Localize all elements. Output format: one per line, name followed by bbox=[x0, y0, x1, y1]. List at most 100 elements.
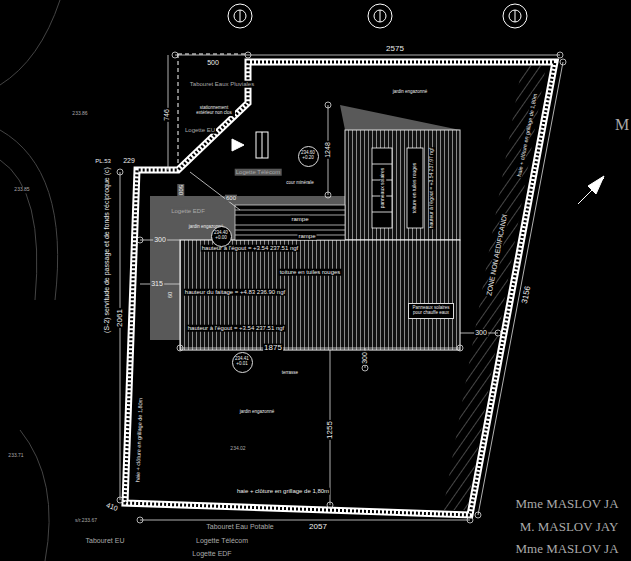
dimension-lines bbox=[362, 365, 368, 371]
plan-label: toiture en tuiles rouges bbox=[412, 162, 418, 215]
plan-label: haie + clôture en grillage de 1,80m bbox=[236, 488, 330, 495]
plan-label: 300 bbox=[474, 329, 488, 337]
dimension-lines bbox=[560, 59, 566, 65]
plan-label: hauteur à l'égout = +3.54 237.97 ngf bbox=[429, 147, 435, 229]
plan-label: Mme MASLOV JA bbox=[514, 497, 619, 511]
dimension-lines bbox=[495, 330, 501, 336]
plan-label: rampe bbox=[290, 216, 309, 223]
north-arrow bbox=[578, 176, 604, 204]
note-box: Panneaux solaires pour chauffe eaux bbox=[408, 303, 454, 319]
plan-label: 300 bbox=[153, 236, 167, 244]
plan-label: 500 bbox=[206, 59, 220, 67]
road-curves bbox=[0, 0, 60, 561]
plan-label: Tabouret Eaux Pluviales bbox=[189, 81, 255, 88]
plan-label: 315 bbox=[150, 280, 164, 288]
dimension-lines bbox=[325, 192, 331, 198]
plan-label: 60 bbox=[167, 291, 174, 300]
dimension-lines bbox=[325, 102, 331, 108]
garage-solar-panels bbox=[372, 148, 423, 228]
entrance bbox=[262, 132, 263, 158]
dimension-lines bbox=[140, 520, 470, 521]
plan-label: terrasse bbox=[281, 371, 299, 376]
dimension-lines bbox=[190, 172, 240, 210]
plan-label: hauteur du faitage = +4.83 236.90 ngf bbox=[184, 289, 286, 296]
plan-label: cour minérale bbox=[285, 181, 314, 186]
plan-label: Tabouret Eau Potable bbox=[205, 523, 274, 531]
ramp bbox=[235, 205, 345, 240]
plan-label: jardin engazonné bbox=[392, 90, 429, 95]
trees bbox=[240, 10, 515, 22]
node-text: +0.01 bbox=[236, 362, 247, 367]
dimension-lines bbox=[457, 345, 463, 351]
plan-label: (S-2) servitude de passage et de fonds r… bbox=[103, 166, 111, 334]
plan-label: 3156 bbox=[521, 284, 533, 305]
plan-label: 410 bbox=[104, 501, 119, 513]
dimension-lines bbox=[175, 55, 560, 56]
level-circle: 234.41+0.01 bbox=[232, 352, 253, 373]
plan-label: 300 bbox=[361, 351, 369, 365]
plan-label: 1248 bbox=[324, 141, 332, 159]
dimension-lines bbox=[478, 62, 563, 515]
plan-label: 233.71 bbox=[7, 453, 24, 459]
entrance bbox=[232, 139, 244, 151]
level-circle: 234.60+0.20 bbox=[298, 146, 319, 167]
plan-label: 1875 bbox=[263, 344, 283, 353]
garage-solar-panels bbox=[372, 148, 392, 228]
node-text: +0.00 bbox=[215, 236, 226, 241]
plan-label: hauteur à l'égout = +3.54 237.51 ngf bbox=[187, 325, 286, 332]
dimension-lines bbox=[177, 345, 183, 351]
node-text: +0.20 bbox=[302, 156, 313, 161]
plan-label: 229 bbox=[122, 157, 136, 165]
plan-label: s/r.233.67 bbox=[74, 518, 98, 524]
dimension-lines bbox=[117, 169, 123, 175]
dimension-lines bbox=[117, 497, 123, 503]
plan-label: Logette EU bbox=[184, 127, 216, 134]
level-circle: 234.40+0.00 bbox=[211, 226, 232, 247]
plan-label: 600 bbox=[225, 195, 237, 202]
plan-label: jardin engazonné bbox=[239, 410, 276, 415]
dimension-lines bbox=[467, 517, 473, 523]
dimension-lines bbox=[475, 512, 481, 518]
plan-label: Logette EDF bbox=[191, 550, 232, 558]
plan-label: Tabouret EU bbox=[85, 537, 126, 545]
north-arrow bbox=[588, 176, 604, 194]
plan-label: Logette Télécom bbox=[235, 169, 282, 176]
ramp bbox=[235, 210, 345, 235]
entrance bbox=[256, 132, 268, 158]
plan-label: 746 bbox=[163, 108, 171, 122]
plan-label: M. MASLOV JAY bbox=[519, 520, 620, 534]
dimension-lines bbox=[117, 52, 566, 523]
dimension-lines bbox=[245, 52, 251, 58]
plan-label: 233.86 bbox=[71, 111, 88, 117]
dimension-lines bbox=[327, 502, 333, 508]
garage-solar-panels bbox=[407, 148, 423, 228]
road-curves bbox=[20, 430, 49, 561]
node-text: Panneaux solaires pour chauffe eaux bbox=[411, 306, 451, 316]
garage-solar-panels bbox=[372, 164, 392, 212]
plan-label: panneaux solaires bbox=[380, 167, 386, 210]
plan-label: M bbox=[614, 116, 630, 134]
plan-label: 500 bbox=[178, 184, 185, 196]
plan-label: 234.02 bbox=[229, 446, 246, 452]
plan-label: toiture en tuiles rouges bbox=[279, 269, 342, 276]
plan-label: 1255 bbox=[326, 420, 335, 440]
plan-label: 2061 bbox=[116, 308, 125, 328]
plan-label: Mme MASLOV JA bbox=[514, 542, 619, 556]
trees bbox=[228, 4, 527, 28]
plan-label: rampe bbox=[297, 233, 316, 240]
plan-label: 2575 bbox=[385, 45, 405, 54]
dimension-lines bbox=[137, 237, 143, 243]
dimension-lines bbox=[172, 52, 178, 58]
dimension-lines bbox=[120, 172, 121, 500]
plan-label: stationnement extérieur non clos bbox=[193, 106, 235, 116]
garage-roof bbox=[345, 130, 460, 240]
plan-label: Logette Télécom bbox=[195, 537, 249, 545]
plan-label: Logette EDF bbox=[170, 208, 206, 215]
plan-label: 233.85 bbox=[13, 187, 30, 193]
plan-label: PL.53 bbox=[94, 158, 112, 165]
dimension-lines bbox=[557, 52, 563, 58]
road-curves bbox=[0, 160, 37, 300]
entrance bbox=[232, 132, 268, 158]
